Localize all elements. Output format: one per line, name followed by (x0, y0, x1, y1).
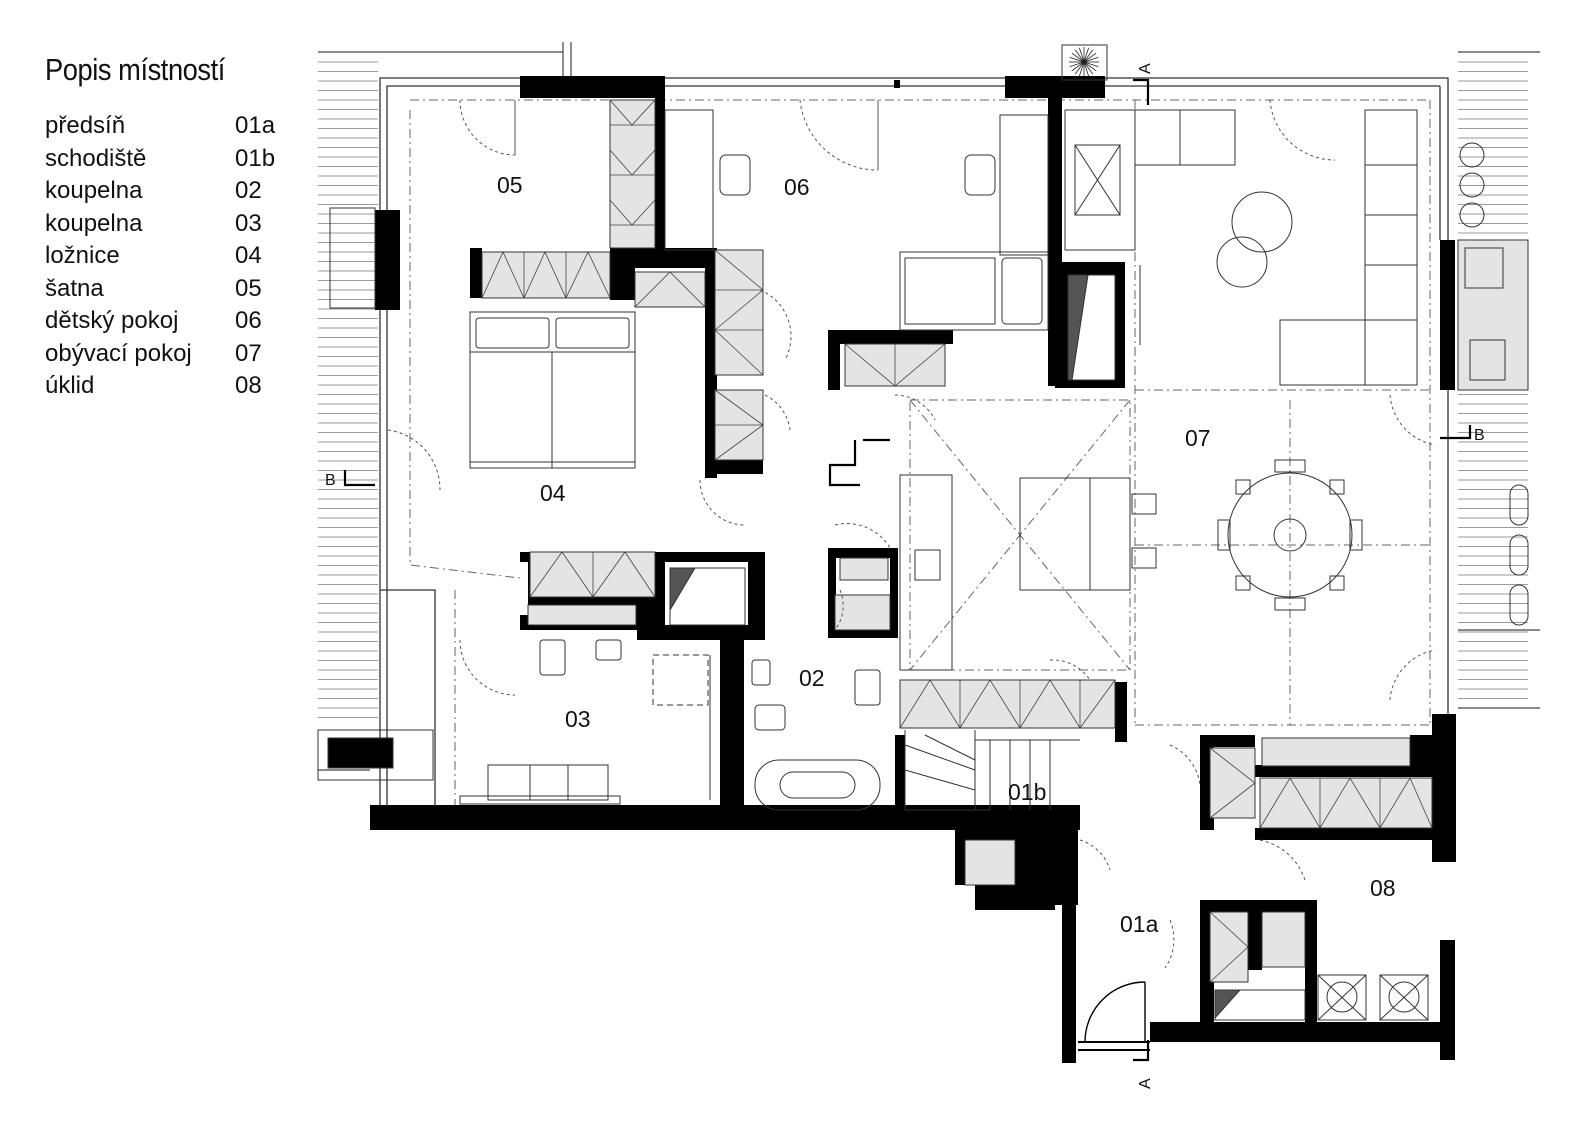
section-marker-b-right: B (1474, 427, 1485, 444)
room-label-01b: 01b (1008, 779, 1046, 805)
legend-room-code: 01b (235, 144, 276, 172)
legend-row: úklid 08 (45, 372, 305, 405)
room-label-04: 04 (540, 480, 566, 506)
entrance-door (1078, 981, 1150, 1051)
legend-row: šatna 05 (45, 275, 305, 308)
room-label-07: 07 (1185, 425, 1211, 451)
section-marker-labels: B B A A (325, 63, 1485, 1089)
niches (669, 274, 1306, 1021)
legend-room-code: 06 (235, 307, 262, 334)
room-label-08: 08 (1370, 875, 1396, 901)
legend-room-code: 07 (235, 339, 262, 367)
legend-room-name: šatna (45, 274, 104, 302)
legend-row: obývací pokoj 07 (45, 340, 305, 373)
room-label-06: 06 (784, 174, 810, 200)
legend-row: dětský pokoj 06 (45, 307, 305, 340)
section-markers (343, 78, 1472, 1062)
room-label-03: 03 (565, 706, 591, 732)
legend-room-code: 01a (235, 112, 276, 139)
legend-row: koupelna 03 (45, 210, 305, 243)
section-marker-a-bottom: A (1137, 1078, 1154, 1089)
legend-room-code: 02 (235, 177, 262, 204)
legend-room-code: 08 (235, 372, 262, 399)
legend-room-code: 04 (235, 242, 262, 269)
legend-room-name: koupelna (45, 177, 143, 204)
doors (387, 99, 1436, 969)
legend-room-name: dětský pokoj (45, 307, 179, 334)
legend-room-name: úklid (45, 372, 95, 399)
legend-row: ložnice 04 (45, 242, 305, 275)
section-marker-b-left: B (325, 472, 336, 489)
terrace-edges (318, 42, 1540, 771)
legend-room-name: obývací pokoj (45, 339, 192, 367)
walls (370, 76, 1456, 1063)
legend-room-name: koupelna (45, 209, 143, 237)
legend-row: předsíň 01a (45, 112, 305, 145)
section-marker-a-top: A (1137, 63, 1154, 74)
legend-row: koupelna 02 (45, 177, 305, 210)
furniture (317, 44, 1529, 1021)
legend-row: schodiště 01b (45, 145, 305, 178)
cabinet-fronts (481, 99, 1433, 983)
legend-room-name: schodiště (45, 144, 147, 172)
legend-room-code: 03 (235, 209, 262, 237)
legend-title: Popis místností (45, 52, 225, 87)
legend-room-code: 05 (235, 274, 262, 302)
room-labels: 05 06 04 07 02 03 01b 08 01a (497, 172, 1396, 937)
legend-room-name: ložnice (45, 242, 120, 269)
plant-icon (1069, 47, 1099, 77)
room-label-02: 02 (799, 665, 825, 691)
room-label-01a: 01a (1120, 911, 1159, 937)
legend-room-name: předsíň (45, 112, 126, 139)
room-label-05: 05 (497, 172, 523, 198)
